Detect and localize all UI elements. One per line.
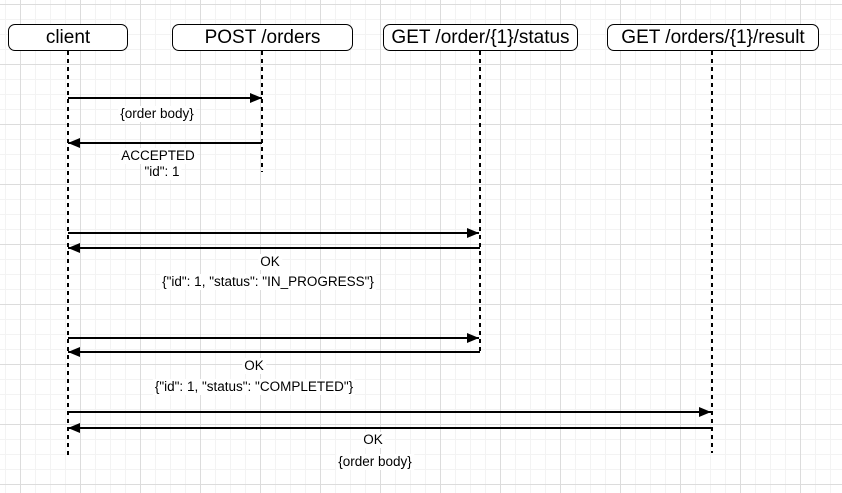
participant-post-orders[interactable]: POST /orders <box>172 24 353 51</box>
message-arrow-response-accepted[interactable] <box>68 137 262 149</box>
arrow-shaft <box>68 232 479 234</box>
arrow-shaft <box>68 427 712 429</box>
lifeline-client[interactable] <box>67 51 69 458</box>
message-arrow-request-result[interactable] <box>68 406 711 418</box>
message-label: {order body} <box>336 454 414 470</box>
message-arrow-response-completed[interactable] <box>68 346 480 358</box>
message-arrow-response-in-progress[interactable] <box>68 242 480 254</box>
arrowhead-left-icon <box>68 138 80 148</box>
message-arrow-request-post-orders[interactable] <box>68 92 262 104</box>
message-label: OK <box>361 432 385 448</box>
arrow-shaft <box>68 411 711 413</box>
arrowhead-right-icon <box>467 228 479 238</box>
message-arrow-request-status-2[interactable] <box>68 332 479 344</box>
participant-label: POST /orders <box>204 26 321 48</box>
lifeline-get-orders-result[interactable] <box>711 51 713 453</box>
lifeline-post-orders[interactable] <box>261 51 263 172</box>
participant-client[interactable]: client <box>8 24 128 51</box>
arrowhead-right-icon <box>699 407 711 417</box>
message-arrow-request-status-1[interactable] <box>68 227 479 239</box>
participant-label: GET /order/{1}/status <box>391 26 570 48</box>
arrowhead-right-icon <box>467 333 479 343</box>
arrow-shaft <box>68 337 479 339</box>
arrow-shaft <box>68 97 262 99</box>
arrow-shaft <box>68 351 480 353</box>
arrowhead-right-icon <box>250 93 262 103</box>
participant-label: GET /orders/{1}/result <box>621 26 805 48</box>
message-arrow-response-result[interactable] <box>68 422 712 434</box>
lifeline-get-order-status[interactable] <box>479 51 481 355</box>
message-label: ACCEPTED <box>119 148 197 164</box>
participant-get-order-status[interactable]: GET /order/{1}/status <box>383 24 578 51</box>
arrow-shaft <box>68 247 480 249</box>
arrowhead-left-icon <box>68 347 80 357</box>
message-label: {"id": 1, "status": "IN_PROGRESS"} <box>160 274 376 290</box>
message-label: OK <box>242 358 266 374</box>
arrowhead-left-icon <box>68 243 80 253</box>
participant-label: client <box>45 26 91 48</box>
arrow-shaft <box>68 142 262 144</box>
message-label: {"id": 1, "status": "COMPLETED"} <box>152 379 356 395</box>
message-label: {order body} <box>118 106 196 122</box>
message-label: "id": 1 <box>142 164 182 180</box>
arrowhead-left-icon <box>68 423 80 433</box>
message-label: OK <box>258 254 282 270</box>
participant-get-orders-result[interactable]: GET /orders/{1}/result <box>607 24 819 51</box>
